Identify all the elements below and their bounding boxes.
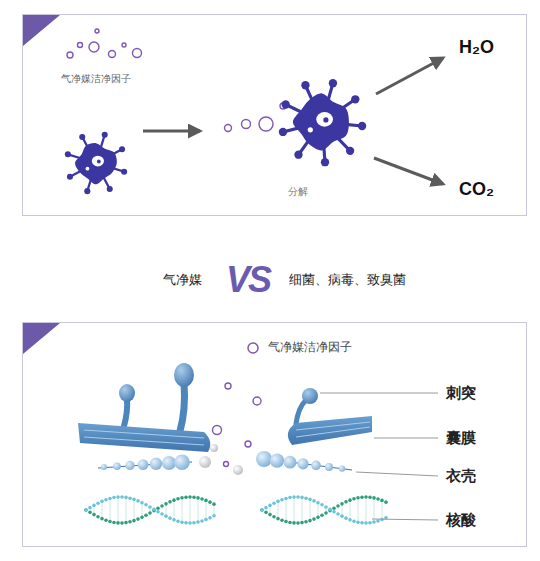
nucleic-acid-helix bbox=[84, 495, 388, 525]
cleaning-bubbles bbox=[213, 383, 262, 467]
legend-text: 气净媒洁净因子 bbox=[268, 339, 352, 356]
broken-fragments bbox=[199, 444, 243, 475]
side-label: 气净媒 bbox=[163, 272, 202, 288]
versus-mark: VS bbox=[226, 258, 270, 301]
capsid-beads bbox=[98, 451, 352, 472]
process-caption: 分解 bbox=[288, 186, 308, 198]
legend-item: 气净媒洁净因子 bbox=[246, 339, 352, 356]
virus-icon bbox=[279, 79, 366, 166]
legend-swatch bbox=[246, 341, 260, 355]
panel-box: 气净媒洁净因子分解 H₂O CO₂ bbox=[22, 14, 527, 216]
process-arrow bbox=[143, 130, 200, 133]
side-label: 细菌、病毒、致臭菌 bbox=[289, 272, 406, 288]
product-formula: H₂O bbox=[459, 37, 494, 59]
spike-protein bbox=[119, 363, 318, 431]
part-label: 衣壳 bbox=[446, 467, 476, 485]
part-label: 囊膜 bbox=[446, 429, 476, 447]
virus-icon bbox=[65, 132, 127, 194]
corner-mark bbox=[23, 323, 60, 354]
product-formula: CO₂ bbox=[459, 179, 494, 201]
product-arrow bbox=[374, 158, 443, 184]
panel-box: 刺突囊膜衣壳核酸 bbox=[22, 322, 527, 547]
product-arrow bbox=[376, 58, 443, 94]
corner-mark bbox=[23, 15, 60, 46]
part-label: 核酸 bbox=[446, 511, 476, 529]
leader-line bbox=[320, 393, 438, 520]
bubble-caption: 气净媒洁净因子 bbox=[61, 73, 131, 85]
part-label: 刺突 bbox=[446, 384, 476, 402]
envelope-membrane bbox=[78, 416, 372, 452]
